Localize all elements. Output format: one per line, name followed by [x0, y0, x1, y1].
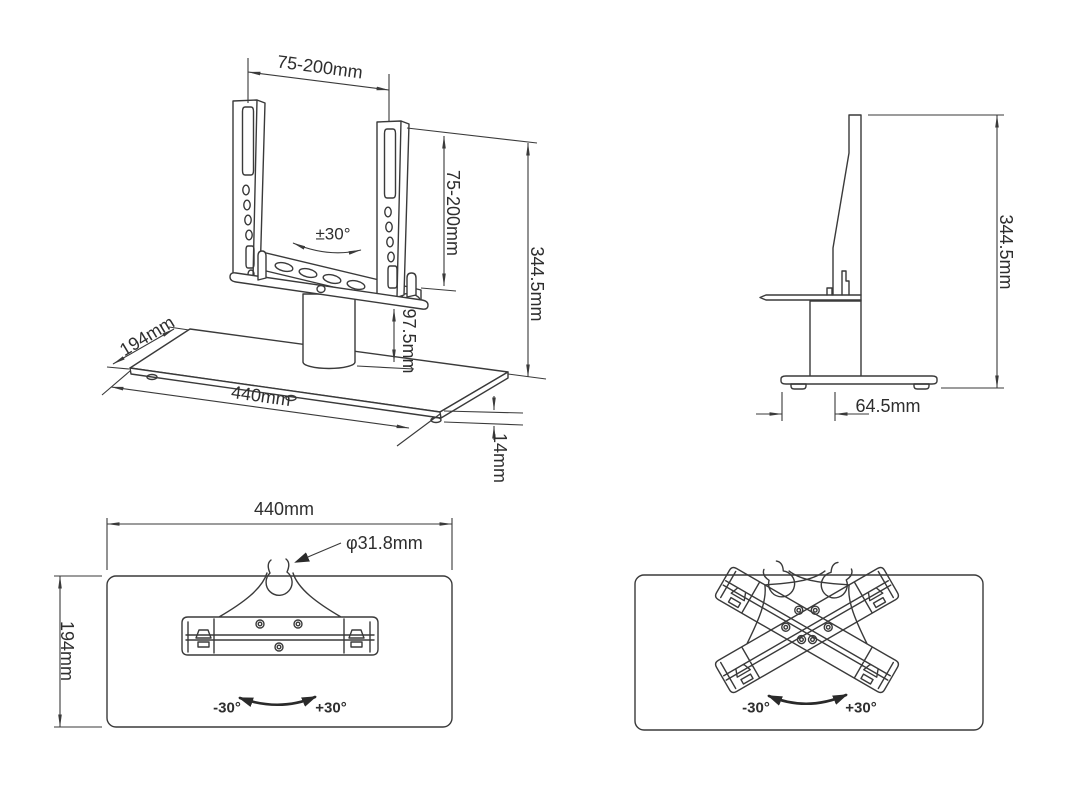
- dim-bracket-height: 75-200mm: [406, 127, 538, 292]
- side-plate: [832, 114, 862, 377]
- dim-swivel-front: ±30°: [292, 225, 362, 255]
- dim-base-offset: 64.5mm: [756, 392, 921, 421]
- side-clips: [826, 270, 850, 296]
- dim-pole-diameter-label: φ31.8mm: [346, 533, 423, 553]
- bracket-rotated-minus30: [714, 560, 900, 694]
- top-base-outline: [106, 575, 453, 728]
- left-bracket-tab: [257, 250, 267, 281]
- dim-base-depth-top-label: 194mm: [57, 621, 77, 681]
- front-perspective-view: 75-200mm ±30° 75-200mm 344.5mm 97.5mm: [101, 51, 547, 483]
- left-bracket-holes: [242, 184, 255, 279]
- dim-total-height-side-label: 344.5mm: [996, 214, 1016, 289]
- dim-total-height-front-label: 344.5mm: [527, 246, 547, 321]
- side-shelf: [759, 294, 862, 301]
- right-bracket-slot: [383, 128, 397, 199]
- dim-column-height: 97.5mm: [356, 308, 419, 374]
- swivel-arrow-top: -30° +30°: [213, 695, 347, 717]
- swivel-column: [302, 293, 356, 370]
- side-base-feet: [790, 383, 930, 390]
- dim-top-width: 75-200mm: [247, 51, 390, 122]
- top-bracket-screws: [255, 619, 303, 652]
- side-base: [780, 375, 938, 385]
- right-bracket-holes: [384, 206, 398, 289]
- dim-total-height-front: 344.5mm: [507, 142, 547, 380]
- dim-top-width-label: 75-200mm: [276, 51, 364, 82]
- dim-pole-diameter: φ31.8mm: [294, 533, 423, 563]
- dim-bracket-height-label: 75-200mm: [443, 170, 463, 256]
- dim-base-width-top: 440mm: [106, 499, 453, 570]
- dim-column-height-label: 97.5mm: [399, 308, 419, 373]
- left-bracket-slot: [241, 106, 255, 176]
- dim-base-thickness: 14mm: [443, 396, 524, 483]
- right-bracket-tab: [406, 272, 417, 298]
- swivel-base-outline: [634, 574, 984, 731]
- top-view-swivel-range: -30° +30°: [634, 560, 984, 731]
- dim-base-width-top-label: 440mm: [254, 499, 314, 519]
- dim-base-offset-label: 64.5mm: [855, 396, 920, 416]
- crossbar-screw: [316, 284, 326, 294]
- swivel-plus-label-top: +30°: [315, 700, 346, 717]
- crossbar-flange: [229, 272, 429, 310]
- dim-total-height-side: 344.5mm: [868, 114, 1016, 389]
- dim-base-thickness-label: 14mm: [490, 433, 510, 483]
- bracket-rotated-plus30: [714, 561, 900, 694]
- swivel-minus-label-top: -30°: [213, 700, 241, 717]
- dim-swivel-front-label: ±30°: [315, 225, 350, 244]
- swivel-minus-label-rotated: -30°: [742, 700, 770, 717]
- base-plate-edge-right: [439, 371, 509, 419]
- side-view: 344.5mm 64.5mm: [756, 114, 1016, 421]
- dim-base-depth-top: 194mm: [54, 575, 102, 728]
- swivel-plus-label-rotated: +30°: [845, 700, 876, 717]
- side-column: [809, 300, 862, 377]
- top-view: φ31.8mm 440mm 194mm -30° +30°: [54, 499, 453, 728]
- swivel-arrow-rotated: -30° +30°: [742, 693, 877, 717]
- top-bracket: [181, 558, 379, 656]
- right-bracket: [376, 120, 410, 299]
